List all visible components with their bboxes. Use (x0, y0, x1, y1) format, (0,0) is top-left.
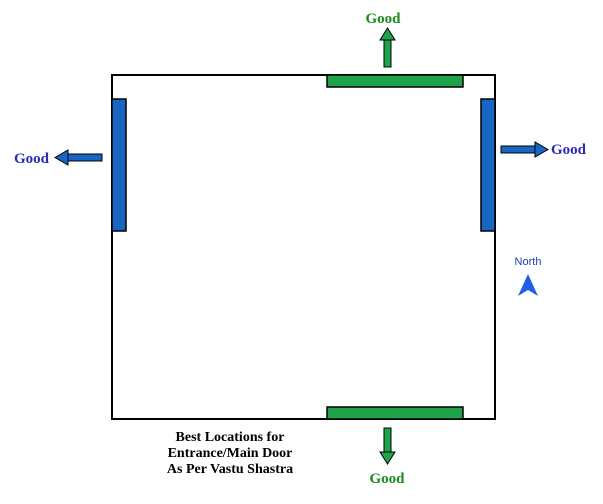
good-label-left: Good (14, 151, 50, 167)
caption-line-3: As Per Vastu Shastra (166, 462, 294, 477)
house-outline (111, 74, 496, 420)
diagram-caption: Best Locations for Entrance/Main Door As… (130, 430, 330, 478)
arrow-left-icon (53, 149, 103, 166)
left-door-bar (111, 98, 127, 232)
bottom-door-bar (326, 406, 464, 420)
right-door-bar (480, 98, 496, 232)
good-label-right: Good (551, 142, 587, 158)
arrow-right-icon (500, 141, 550, 158)
arrow-up-icon (379, 27, 396, 68)
good-label-bottom: Good (369, 471, 405, 487)
north-label: North (515, 256, 542, 268)
north-arrow-icon (518, 274, 538, 296)
top-door-bar (326, 74, 464, 88)
good-label-top: Good (365, 11, 401, 27)
caption-line-1: Best Locations for (175, 430, 285, 445)
caption-line-2: Entrance/Main Door (167, 446, 293, 461)
arrow-down-icon (379, 427, 396, 465)
